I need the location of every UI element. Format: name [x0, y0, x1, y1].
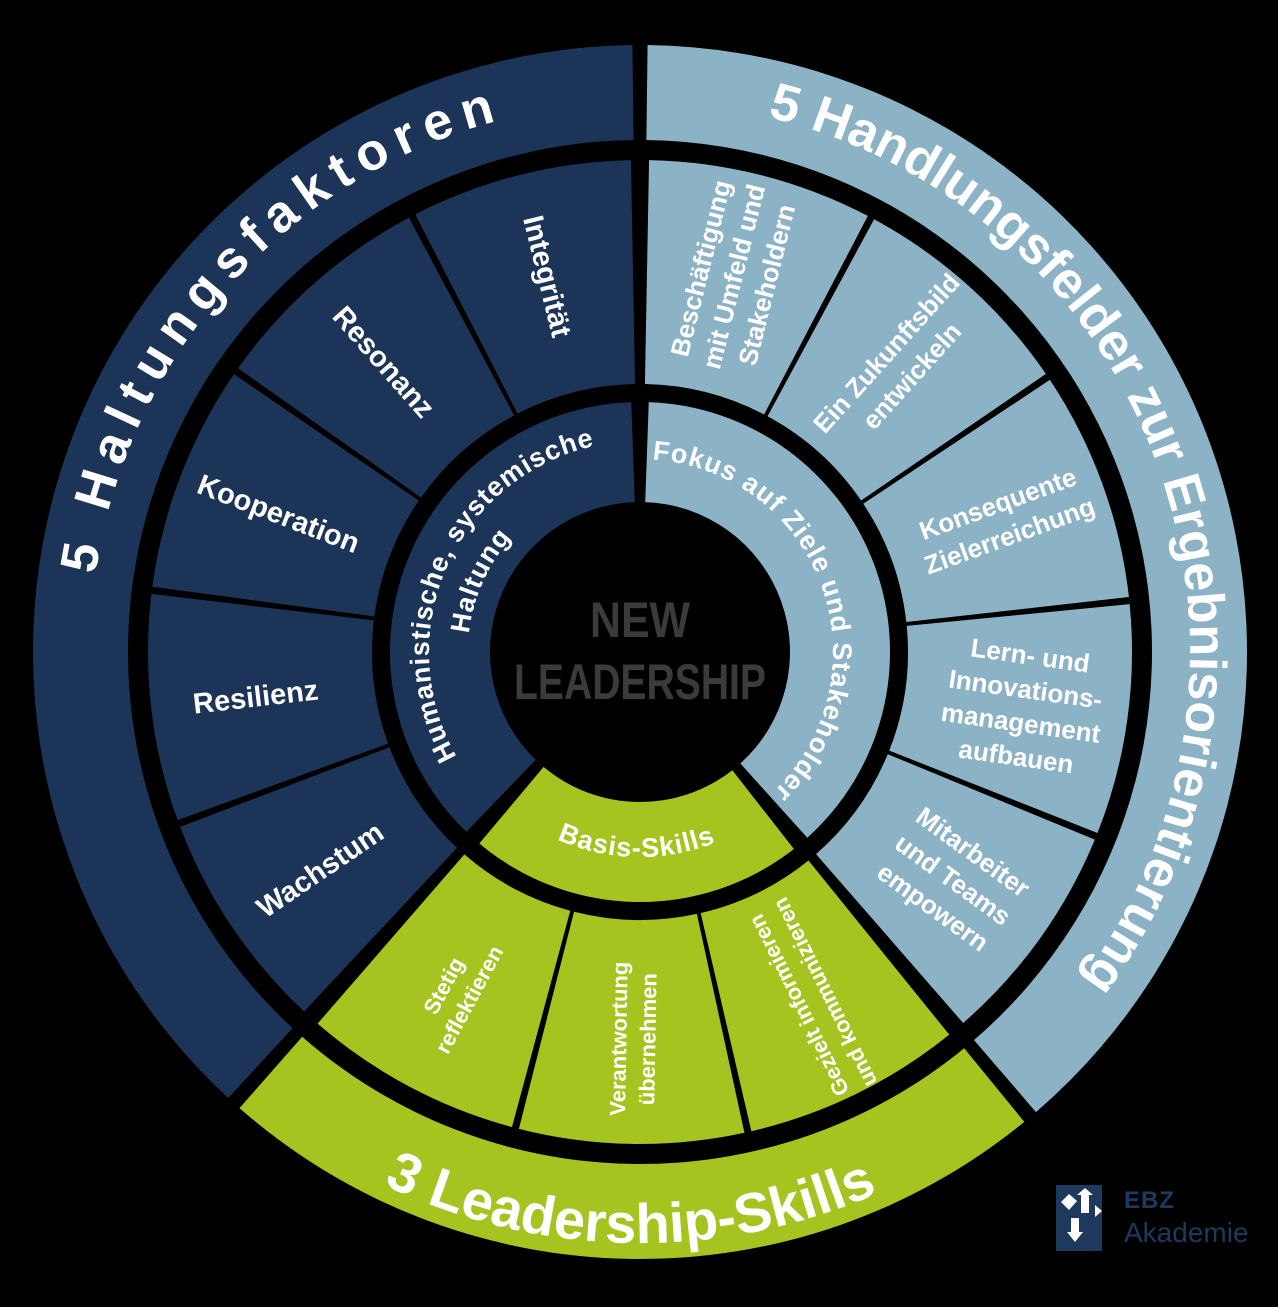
segment-beschaeftigung-mit-umfeld-und-stakeholdern: [644, 160, 868, 415]
segment-stetig-reflektieren: [317, 854, 571, 1128]
ebz-logo-text: EBZ Akademie: [1124, 1188, 1249, 1248]
sector-leadership-skills: 3 Leadership-SkillsBasis-SkillsStetigref…: [239, 766, 1025, 1259]
haltungsfaktoren-outer-ring-band: [32, 45, 634, 1098]
ebz-logo-notch-icon: [1095, 1205, 1102, 1217]
handlungsfelder-outer-ring-band: [646, 45, 1247, 1113]
ebz-logo-line1: EBZ: [1124, 1187, 1175, 1215]
ebz-logo-down-arrow-icon: [1067, 1218, 1083, 1242]
segment-verantwortung-uebernehmen: [518, 911, 745, 1144]
segment-konsequente-zielerreichung: [863, 379, 1129, 623]
segment-kooperation: [152, 374, 419, 617]
ebz-logo-up-arrow-icon: [1077, 1188, 1093, 1213]
segment-ein-zukunftsbild-entwickeln: [767, 219, 1046, 501]
segment-lern-und-innovations-management-aufbauen: [889, 604, 1132, 833]
ebz-logo-kite-icon: [1061, 1194, 1077, 1210]
center-title-line2: LEADERSHIP: [514, 654, 766, 710]
segment-verantwortung-uebernehmen-label: Verantwortungübernehmen: [605, 961, 662, 1116]
haltungsfaktoren-inner-ring-band: [389, 402, 635, 832]
segment-resonanz: [238, 217, 515, 498]
handlungsfelder-inner-ring-band: [645, 402, 891, 838]
ebz-logo-mark: [1056, 1185, 1102, 1251]
segment-resilienz: [148, 593, 389, 821]
ebz-logo-line2: Akademie: [1124, 1217, 1249, 1249]
leadership-skills-inner-ring-band: [479, 766, 794, 903]
center-title-line1: NEW: [590, 592, 691, 648]
segment-wachstum: [180, 747, 458, 1012]
segment-mitarbeiter-und-teams-empowern: [816, 754, 1095, 1023]
leadership-skills-outer-ring-band: [239, 1036, 1025, 1259]
segment-gezielt-informieren-und-kommunizieren: [700, 860, 950, 1132]
ebz-akademie-logo: EBZ Akademie: [1056, 1185, 1249, 1251]
sector-handlungsfelder: 5 Handlungsfelder zur Ergebnisorientieru…: [644, 45, 1247, 1113]
segment-integritaet: [415, 160, 636, 414]
